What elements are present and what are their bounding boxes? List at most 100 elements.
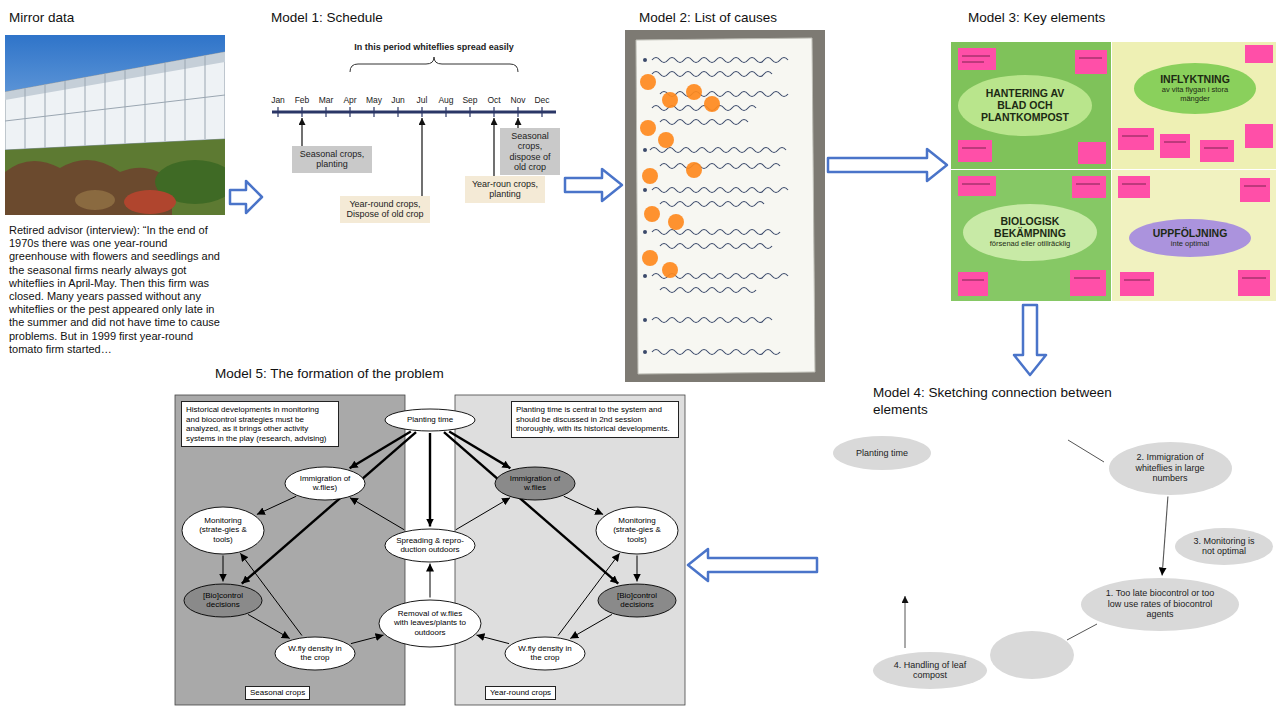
empty-ellipse bbox=[990, 631, 1074, 679]
sketch-element-text: 3. Monitoring is not optimal bbox=[1187, 536, 1261, 557]
ellipse-outline bbox=[596, 507, 678, 554]
flipchart-paper bbox=[636, 38, 815, 374]
illustration-part bbox=[1160, 134, 1190, 158]
node-body: [Bio]control decisions bbox=[608, 583, 667, 618]
illustration-part bbox=[277, 107, 278, 117]
problem-element-text: Monitoring (strate-gies & tools) bbox=[192, 516, 254, 544]
illustration-part bbox=[642, 168, 658, 184]
node-body: Monitoring (strate-gies & tools) bbox=[606, 506, 668, 555]
ellipse-outline bbox=[873, 652, 987, 689]
sketch-extras bbox=[905, 440, 1104, 679]
illustration-part bbox=[643, 188, 647, 192]
illustration-part bbox=[1122, 184, 1146, 185]
illustration-part bbox=[1070, 270, 1106, 296]
key-element-oval: UPPFÖLJNINGinte optimal bbox=[1128, 218, 1252, 258]
problem-element-text: Planting time bbox=[407, 415, 453, 424]
node-body: HANTERING AV BLAD OCH PLANTKOMPOST bbox=[975, 74, 1076, 137]
problem-element-text: W.fly density in the crop bbox=[285, 644, 346, 662]
illustration-part bbox=[652, 350, 780, 355]
arrow-connector bbox=[351, 635, 384, 644]
wall bbox=[625, 30, 825, 382]
ellipse-outline bbox=[505, 637, 585, 670]
month-label: Jan bbox=[271, 95, 285, 105]
key-element-note: av vita flygan i stora mängder bbox=[1149, 86, 1241, 103]
illustration-part bbox=[658, 132, 674, 148]
factor-ellipse: Planting time bbox=[384, 408, 476, 432]
node-body: Monitoring (strate-gies & tools) bbox=[192, 506, 254, 555]
panel-heading: Mirror data bbox=[9, 9, 223, 26]
illustration-part bbox=[1122, 136, 1148, 137]
illustration-part bbox=[1164, 142, 1186, 143]
sketch-ellipse: 3. Monitoring is not optimal bbox=[1174, 527, 1274, 566]
factor-ellipse: Spreading & repro-duction outdoors bbox=[384, 528, 476, 563]
red-plants bbox=[124, 190, 176, 214]
illustration-part bbox=[704, 96, 720, 112]
illustration-part bbox=[397, 107, 398, 117]
key-elements-photo bbox=[951, 42, 1276, 301]
mirror-data-panel: Mirror dataRetired advisor (interview): … bbox=[5, 6, 227, 359]
ellipse-outline bbox=[182, 507, 264, 554]
panel-heading: Model 5: The formation of the problem bbox=[215, 365, 645, 382]
illustration-part bbox=[1075, 50, 1107, 74]
connectors bbox=[223, 149, 1168, 644]
illustration-part bbox=[660, 244, 772, 249]
ellipse-outline bbox=[1109, 442, 1232, 495]
illustration-part bbox=[643, 58, 647, 62]
month-label: Nov bbox=[510, 95, 525, 105]
illustration-part bbox=[643, 318, 647, 322]
ellipse-outline bbox=[1134, 63, 1256, 114]
illustration-part bbox=[373, 107, 374, 117]
sketch-ellipse: 4. Handling of leaf compost bbox=[872, 651, 988, 690]
arrow-connector bbox=[444, 432, 618, 584]
illustration-part bbox=[643, 148, 647, 152]
node-body: 3. Monitoring is not optimal bbox=[1187, 527, 1261, 566]
illustration-part bbox=[1245, 124, 1273, 148]
bullet-dots bbox=[643, 58, 647, 354]
ellipse-outline bbox=[385, 529, 475, 562]
illustration-part bbox=[1120, 272, 1154, 296]
problem-element-text: Immigration of w.flies) bbox=[295, 474, 356, 492]
illustration-part bbox=[541, 107, 542, 117]
key-element-title: UPPFÖLJNING bbox=[1153, 227, 1228, 239]
problem-element-text: Removal of w.flies with leaves/plants to… bbox=[392, 609, 469, 637]
panel-heading: Model 4: Sketching connection between el… bbox=[873, 384, 1148, 418]
block-arrow bbox=[828, 149, 947, 181]
factor-ellipse: [Bio]control decisions bbox=[597, 583, 677, 618]
illustration-part bbox=[660, 120, 748, 125]
arrow-connector bbox=[429, 433, 431, 527]
schedule-box: Year-roun crops, planting bbox=[465, 176, 545, 203]
illustration-part bbox=[1244, 186, 1266, 187]
month-label: Mar bbox=[319, 95, 334, 105]
arrow-connector bbox=[570, 614, 612, 638]
illustration-part bbox=[493, 118, 494, 176]
poster bbox=[951, 170, 1111, 301]
illustration-part bbox=[1076, 184, 1100, 185]
ellipse-outline bbox=[833, 436, 931, 470]
block-arrow bbox=[565, 169, 622, 201]
illustration-part bbox=[643, 230, 647, 234]
illustration-part bbox=[652, 230, 780, 235]
month-label: Jul bbox=[417, 95, 428, 105]
illustration-part bbox=[652, 188, 788, 193]
key-element-title: HANTERING AV BLAD OCH PLANTKOMPOST bbox=[975, 87, 1076, 123]
month-ticks bbox=[278, 107, 542, 117]
illustration-part bbox=[1204, 148, 1228, 149]
flipchart-photo bbox=[625, 30, 825, 382]
month-label: Oct bbox=[487, 95, 500, 105]
sticky-scribbles bbox=[962, 56, 1266, 280]
illustration-part bbox=[662, 262, 678, 278]
poster bbox=[1112, 170, 1276, 301]
crop-type-label: Seasonal crops bbox=[245, 686, 310, 700]
panel-heading: Model 3: Key elements bbox=[968, 9, 1258, 26]
key-element-title: INFLYKTNING bbox=[1160, 73, 1230, 85]
illustration-part bbox=[493, 107, 494, 117]
key-element-title: BIOLOGISK BEKÄMPNING bbox=[980, 215, 1081, 239]
illustration-part bbox=[1242, 278, 1266, 279]
illustration-part bbox=[962, 148, 986, 149]
node-body: 2. Immigration of whiteflies in large nu… bbox=[1124, 441, 1217, 496]
illustration-part bbox=[660, 288, 756, 293]
ellipse-outline bbox=[184, 584, 262, 617]
analysis-note: Historical developments in monitoring an… bbox=[181, 401, 339, 447]
factor-ellipse: Removal of w.flies with leaves/plants to… bbox=[378, 599, 482, 648]
panel-fill bbox=[455, 395, 685, 705]
